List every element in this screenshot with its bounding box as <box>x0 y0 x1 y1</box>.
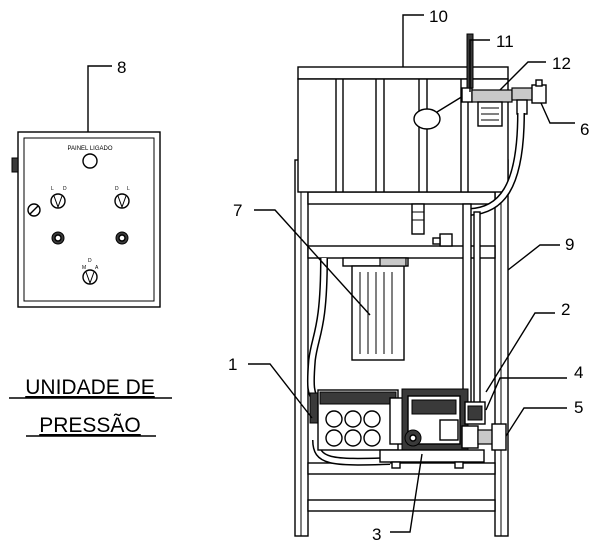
switch-left-label-d: D <box>63 186 67 192</box>
water-tank <box>297 66 509 193</box>
callout-3: 3 <box>372 525 381 544</box>
cartridge-filter <box>342 257 409 361</box>
switch-bottom-label-a: A <box>95 265 99 271</box>
callout-1: 1 <box>228 355 237 374</box>
switch-right-label-d: D <box>115 186 119 192</box>
check-valve <box>461 423 507 451</box>
callout-2: 2 <box>561 300 570 319</box>
callout-11: 11 <box>496 32 514 51</box>
panel-on-label: PAINEL LIGADO <box>67 146 112 152</box>
callout-12: 12 <box>552 54 571 73</box>
callout-4: 4 <box>574 363 583 382</box>
callout-6: 6 <box>580 120 589 139</box>
pressure-pump <box>309 389 405 451</box>
title-line-2: PRESSÃO <box>39 413 141 437</box>
pressure-switch <box>464 401 486 425</box>
control-panel: PAINEL LIGADO L D D L D M A <box>11 131 161 308</box>
title-line-1: UNIDADE DE <box>25 376 155 399</box>
callout-5: 5 <box>574 398 583 417</box>
float-ball-icon <box>413 108 441 130</box>
switch-bottom-label-m: M <box>82 265 86 271</box>
switch-bottom-label-d: D <box>88 258 92 264</box>
callout-8: 8 <box>117 58 126 77</box>
callout-7: 7 <box>233 201 242 220</box>
power-lamp-icon <box>82 153 98 169</box>
callout-9: 9 <box>565 235 574 254</box>
callout-10: 10 <box>429 7 448 26</box>
switch-left-label-l: L <box>51 186 54 192</box>
electric-motor <box>379 388 485 469</box>
switch-right-label-l: L <box>127 186 130 192</box>
